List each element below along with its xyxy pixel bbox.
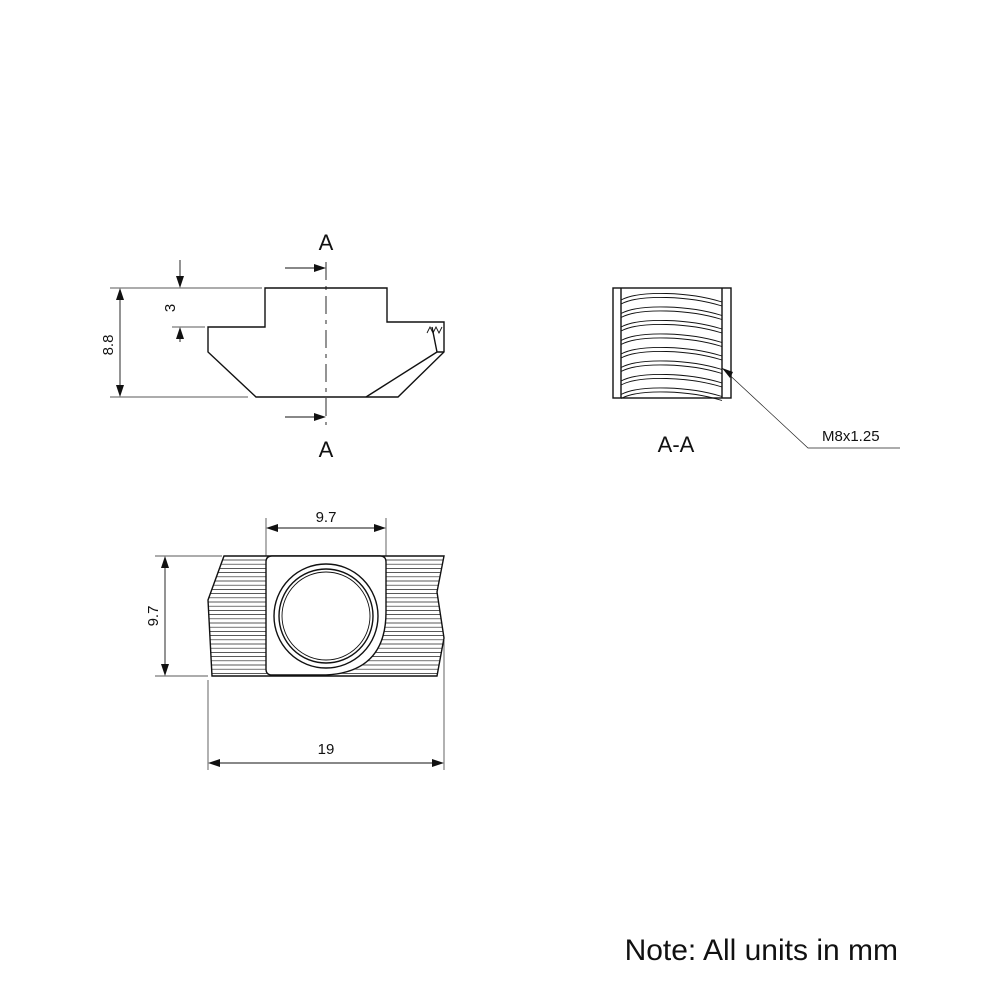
section-letter-top: A — [319, 230, 334, 255]
thread-profile — [620, 306, 723, 320]
thread-callout-label: M8x1.25 — [822, 428, 880, 445]
thread-profile — [620, 292, 723, 307]
units-note: Note: All units in mm — [625, 934, 898, 967]
section-letter-bottom: A — [319, 437, 334, 462]
section-thread-lines — [620, 292, 723, 401]
top-view-outline — [207, 555, 445, 677]
dim-step-label: 3 — [162, 304, 179, 312]
thread-profile — [620, 333, 723, 347]
section-label: A-A — [658, 432, 695, 457]
side-view: A A 8.8 3 — [100, 230, 445, 462]
top-view-boss — [265, 555, 387, 676]
thread-profile — [620, 360, 723, 374]
thread-profile — [620, 346, 723, 361]
threaded-hole-minor — [281, 571, 371, 661]
dim-inner-width-label: 9.7 — [316, 509, 337, 526]
side-view-chamfer — [365, 326, 444, 398]
section-view: M8x1.25 A-A — [612, 287, 900, 457]
section-outline — [612, 287, 732, 399]
thread-profile — [620, 387, 723, 401]
dim-height-label: 8.8 — [100, 335, 117, 356]
dim-total-width-label: 19 — [318, 741, 335, 758]
thread-callout-leader — [721, 367, 900, 449]
threaded-hole-inner — [278, 568, 374, 664]
dim-top-height-label: 9.7 — [145, 606, 162, 627]
side-view-teeth — [426, 325, 443, 335]
threaded-hole-outer — [273, 563, 379, 669]
top-view: 9.7 9.7 19 — [145, 509, 445, 770]
thread-profile — [620, 373, 723, 388]
side-view-outline — [207, 287, 445, 398]
thread-profile — [620, 319, 723, 334]
